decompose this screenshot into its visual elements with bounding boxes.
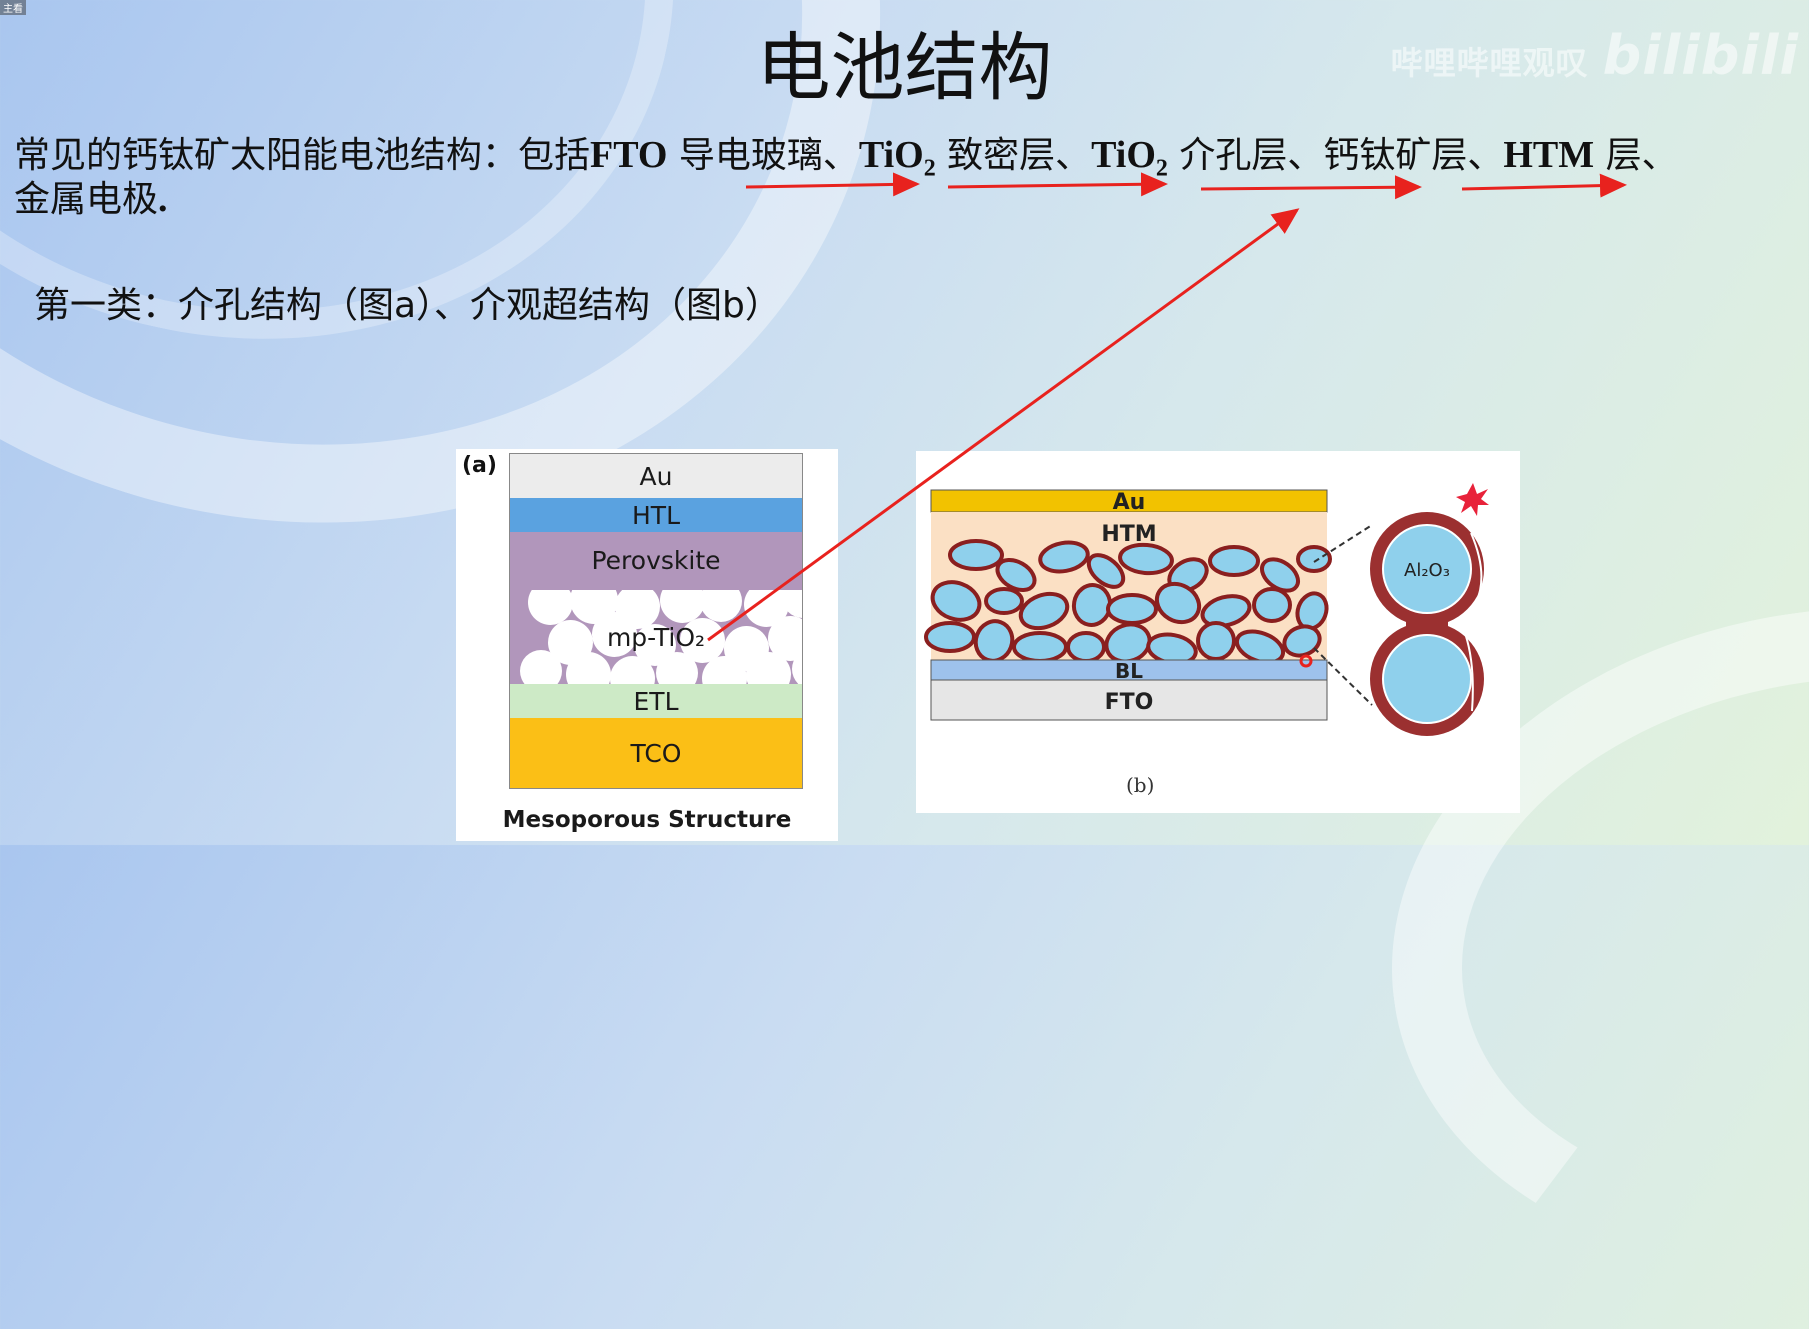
fto-label: FTO [1105,690,1154,715]
video-watermark: 哔哩哔哩观叹 bilibili [1391,24,1799,87]
particle-core-top [1382,524,1472,614]
al2o3-scaffold-particle [1154,581,1202,625]
watermark-text: 哔哩哔哩观叹 [1390,44,1589,82]
corner-tag: 主看 [0,0,26,15]
tio2-particle [782,590,802,618]
al2o3-label: Al₂O₃ [1404,560,1450,581]
al2o3-scaffold-particle [1196,621,1236,661]
tio2-text: TiO [858,134,924,176]
electron-path [1459,532,1483,712]
figure-a-mesoporous: (a) Au HTL Perovskite mp-TiO₂ ETL TCO Me… [456,449,838,841]
layer-label: Perovskite [591,546,721,575]
dense-desc: 致密层、 [935,135,1092,176]
al2o3-scaffold-particle [1252,587,1292,623]
tio2-particle [566,652,611,684]
layer-au: Au [509,453,803,498]
al2o3-scaffold-particle [1296,545,1332,573]
tio2-particle [520,650,562,684]
al2o3-scaffold-particle [948,539,1004,571]
htm-term: HTM [1503,134,1595,176]
zoomed-particles: Al₂O₃ [1370,483,1489,736]
bilibili-logo: bilibili [1602,24,1799,87]
al2o3-scaffold-particle [1038,540,1090,574]
layer-htl: HTL [509,498,803,532]
annotation-arrows [707,172,1627,642]
highlight-marker [1299,654,1313,668]
figure-b-caption: (b) [1126,773,1155,797]
arrow-meso-layer [1200,175,1422,200]
layer-perovskite: Perovskite [509,532,803,590]
fto-term: FTO [590,134,668,176]
arrow-to-mp-tio2 [707,208,1300,642]
tio2-text: TiO [1091,134,1156,176]
figure-a-layer-stack: Au HTL Perovskite mp-TiO₂ ETL TCO [509,453,803,789]
bl-label: BL [1115,659,1143,683]
htm-label: HTM [1101,522,1156,547]
tio2-particle [656,652,698,684]
layer-fto-b [930,679,1328,721]
al2o3-scaffold-particle [1086,553,1126,589]
layer-tco: TCO [509,718,803,789]
category-line: 第一类：介孔结构（图a）、介观超结构（图b） [34,285,781,326]
htm-desc: 层、 [1594,135,1678,176]
tio2-subscript: 2 [923,155,936,182]
tio2-particle [592,612,637,657]
zoom-line-top [1313,524,1373,563]
tio2-particle [746,652,791,684]
layer-label: HTL [632,500,680,530]
al2o3-scaffold-particle [1200,594,1252,628]
al2o3-scaffold-particle [930,580,982,622]
al2o3-particles [924,539,1332,666]
tio2-particle [792,648,802,684]
al2o3-scaffold-particle [1259,557,1301,593]
tio2-dense-term: TiO2 [858,134,936,182]
layer-label: mp-TiO₂ [606,622,706,652]
layer-etl: ETL [509,684,803,718]
al2o3-scaffold-particle [1118,542,1174,576]
period: . [158,178,168,220]
layer-label: ETL [633,686,679,716]
figure-a-label: (a) [462,453,497,478]
al2o3-scaffold-particle [924,621,976,653]
al2o3-scaffold-particle [995,557,1037,593]
structure-line: 常见的钙钛矿太阳能电池结构：包括FTO 导电玻璃、TiO2 致密层、TiO2 介… [14,126,1678,183]
layer-label: TCO [630,738,682,768]
structure-prefix: 常见的钙钛矿太阳能电池结构：包括 [14,135,591,176]
layer-mp-tio2: mp-TiO₂ [509,590,803,684]
meso-desc: 介孔层、钙钛矿层、 [1167,135,1504,176]
light-burst-icon [1456,483,1489,516]
al2o3-scaffold-particle [1208,545,1260,577]
al2o3-scaffold-particle [1282,624,1322,658]
al2o3-scaffold-particle [1018,591,1070,631]
structure-line-2: 金属电极. [14,170,168,222]
tio2-particle [528,590,573,625]
metal-electrode-text: 金属电极 [14,179,159,220]
figure-b-meso-superstructure: Au HTM BL FTO Al₂O₃ (b) [916,451,1520,813]
particle-core-bottom [1382,634,1472,724]
arrow-perovskite-layer [1461,173,1627,198]
layer-label: Au [639,461,673,491]
zoom-line-bottom [1313,647,1373,706]
arrow-fto [745,172,920,197]
slide-title: 电池结构 [756,25,1053,111]
au-label: Au [1113,490,1146,515]
arrow-dense-layer [947,172,1168,197]
al2o3-scaffold-particle [984,587,1024,615]
figure-a-caption: Mesoporous Structure [502,807,792,833]
fto-desc: 导电玻璃、 [667,135,859,176]
